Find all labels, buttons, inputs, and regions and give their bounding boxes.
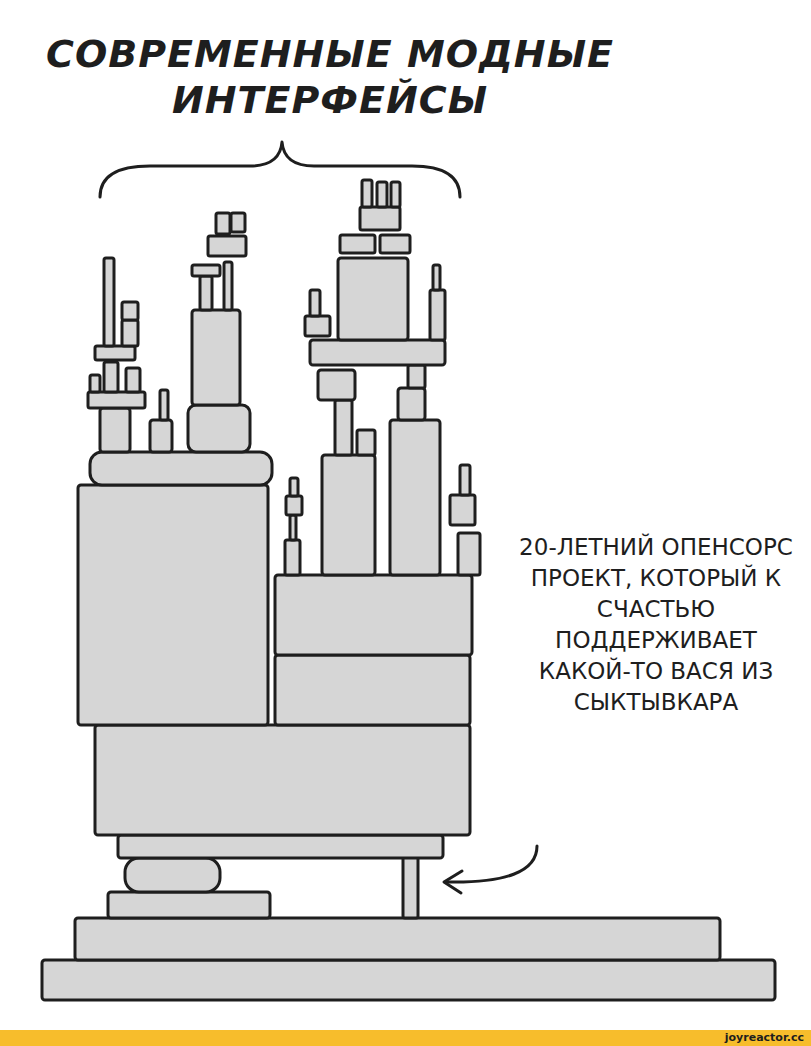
block — [90, 375, 100, 392]
block — [458, 533, 480, 575]
block — [398, 388, 425, 420]
block — [192, 265, 220, 276]
block — [305, 316, 330, 336]
block — [338, 258, 408, 340]
base-slab — [75, 918, 720, 960]
block — [340, 235, 375, 253]
footer-bar — [0, 1030, 811, 1046]
thin-support — [403, 855, 418, 918]
block — [360, 207, 400, 230]
block — [377, 182, 387, 207]
curly-bracket — [100, 142, 460, 197]
bracket-heading: СОВРЕМЕННЫЕ МОДНЫЕ ИНТЕРФЕЙСЫ — [30, 32, 630, 123]
block — [90, 452, 272, 485]
bracket-heading-box: СОВРЕМЕННЫЕ МОДНЫЕ ИНТЕРФЕЙСЫ — [30, 32, 630, 123]
block — [450, 495, 475, 525]
block — [100, 408, 130, 452]
block — [160, 390, 168, 420]
block — [335, 400, 352, 455]
base-slab — [42, 960, 775, 1000]
block — [390, 420, 440, 575]
block — [391, 182, 400, 207]
block — [231, 213, 245, 232]
block — [122, 302, 138, 320]
block — [433, 265, 440, 290]
block — [310, 340, 445, 365]
block — [208, 236, 246, 256]
block — [310, 290, 320, 316]
block — [104, 362, 118, 392]
watermark-box: joyreactor.cc — [640, 1030, 804, 1045]
block — [104, 258, 114, 346]
block — [108, 892, 270, 918]
callout-note: 20-ЛЕТНИЙ ОПЕНСОРС ПРОЕКТ, КОТОРЫЙ К СЧА… — [510, 532, 802, 718]
block — [362, 180, 372, 207]
block — [88, 392, 145, 408]
arrow-head — [444, 871, 462, 893]
watermark: joyreactor.cc — [640, 1030, 804, 1045]
block — [285, 540, 300, 575]
block — [150, 420, 172, 452]
block — [200, 276, 212, 310]
block — [286, 496, 302, 515]
block — [118, 835, 443, 858]
block — [430, 290, 445, 340]
leader-arrow — [446, 846, 537, 882]
block — [290, 478, 298, 496]
block — [408, 365, 425, 388]
callout-note-box: 20-ЛЕТНИЙ ОПЕНСОРС ПРОЕКТ, КОТОРЫЙ К СЧА… — [510, 532, 802, 718]
block — [122, 320, 138, 346]
block — [192, 310, 240, 405]
block — [126, 368, 140, 392]
block — [275, 655, 470, 725]
block — [380, 235, 410, 253]
block — [78, 485, 268, 725]
block — [224, 262, 232, 310]
block — [275, 575, 472, 655]
block — [318, 370, 355, 400]
block — [460, 465, 470, 495]
block — [125, 858, 220, 892]
block — [95, 725, 470, 835]
block — [357, 430, 375, 455]
block — [322, 455, 375, 575]
block — [216, 213, 230, 234]
block — [95, 346, 135, 360]
block — [188, 405, 250, 452]
block — [290, 515, 296, 540]
